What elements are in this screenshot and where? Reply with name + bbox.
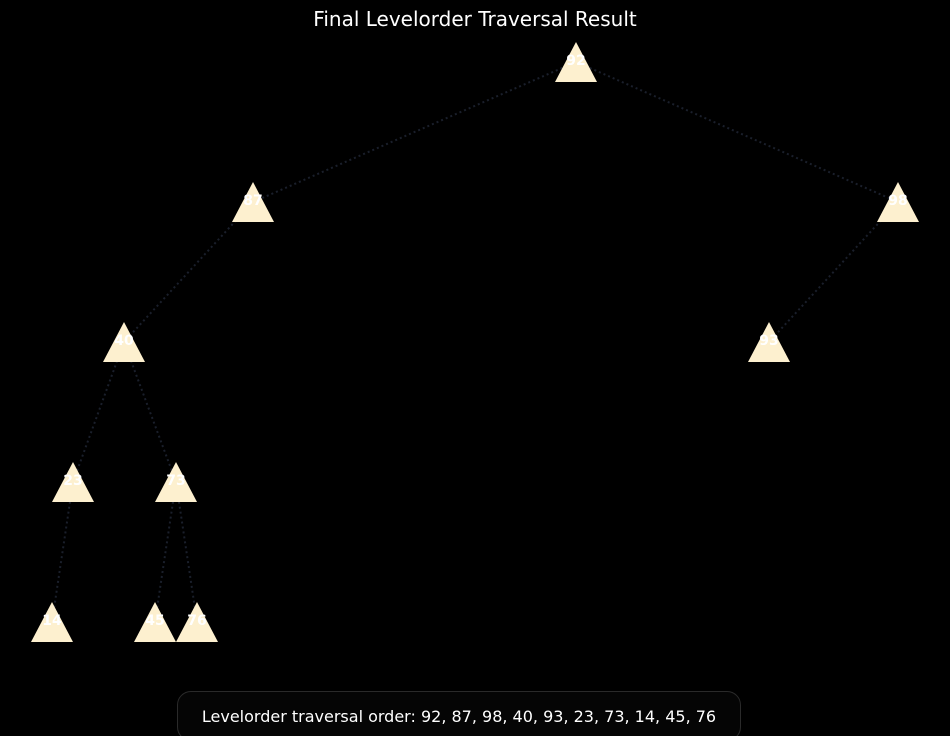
node-label: 98: [888, 193, 907, 209]
node-label: 73: [166, 473, 185, 489]
node-label: 23: [63, 473, 82, 489]
node-label: 14: [42, 613, 62, 629]
node-triangle: [103, 322, 145, 362]
node-triangle: [134, 602, 176, 642]
node-triangle: [52, 462, 94, 502]
node-triangle: [232, 182, 274, 222]
node-label: 87: [243, 193, 262, 209]
tree-node: 92: [555, 42, 597, 82]
tree-node: 93: [748, 322, 790, 362]
traversal-result-text: Levelorder traversal order: 92, 87, 98, …: [201, 707, 717, 726]
tree-edge: [252, 61, 577, 203]
tree-edge: [123, 341, 177, 483]
diagram-title: Final Levelorder Traversal Result: [313, 7, 637, 31]
traversal-result-box: Levelorder traversal order: 92, 87, 98, …: [177, 691, 741, 736]
node-triangle: [176, 602, 218, 642]
tree-node: 98: [877, 182, 919, 222]
tree-node: 40: [103, 322, 145, 362]
node-label: 93: [759, 333, 778, 349]
node-triangle: [748, 322, 790, 362]
node-label: 40: [114, 333, 134, 349]
tree-edge: [768, 201, 899, 343]
tree-edge: [51, 481, 74, 623]
edges-layer: [51, 61, 899, 623]
tree-edge: [72, 341, 125, 483]
node-label: 92: [566, 53, 585, 69]
tree-node: 45: [134, 602, 176, 642]
tree-node: 87: [232, 182, 274, 222]
node-triangle: [555, 42, 597, 82]
tree-node: 23: [52, 462, 94, 502]
tree-node: 73: [155, 462, 197, 502]
node-triangle: [877, 182, 919, 222]
nodes-layer: 92 87 98 40 93 23 73 14 45 76: [31, 42, 919, 642]
node-triangle: [31, 602, 73, 642]
tree-edge: [154, 481, 177, 623]
tree-node: 76: [176, 602, 218, 642]
node-label: 76: [187, 613, 206, 629]
node-label: 45: [145, 613, 164, 629]
tree-edge: [175, 481, 198, 623]
node-triangle: [155, 462, 197, 502]
tree-node: 14: [31, 602, 73, 642]
tree-edge: [123, 201, 254, 343]
tree-edge: [575, 61, 899, 203]
